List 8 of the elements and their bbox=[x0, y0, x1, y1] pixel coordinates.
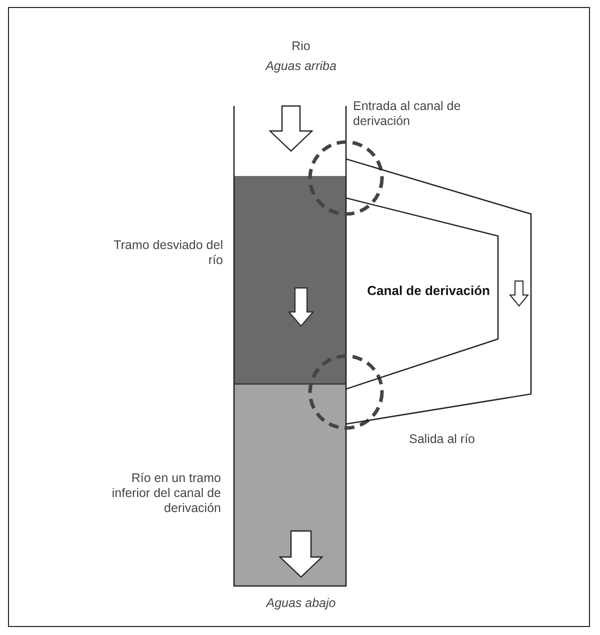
downstream-section-label: Río en un tramo inferior del canal de derivación bbox=[110, 471, 221, 516]
channel-label: Canal de derivación bbox=[366, 283, 490, 299]
river-label: Rio bbox=[290, 39, 312, 54]
upstream-label: Aguas arriba bbox=[264, 59, 338, 74]
outlet-label: Salida al río bbox=[409, 432, 476, 447]
downstream-label: Aguas abajo bbox=[264, 596, 337, 611]
diverted-section-label: Tramo desviado del río bbox=[112, 238, 223, 268]
inlet-label: Entrada al canal de derivación bbox=[353, 99, 462, 129]
